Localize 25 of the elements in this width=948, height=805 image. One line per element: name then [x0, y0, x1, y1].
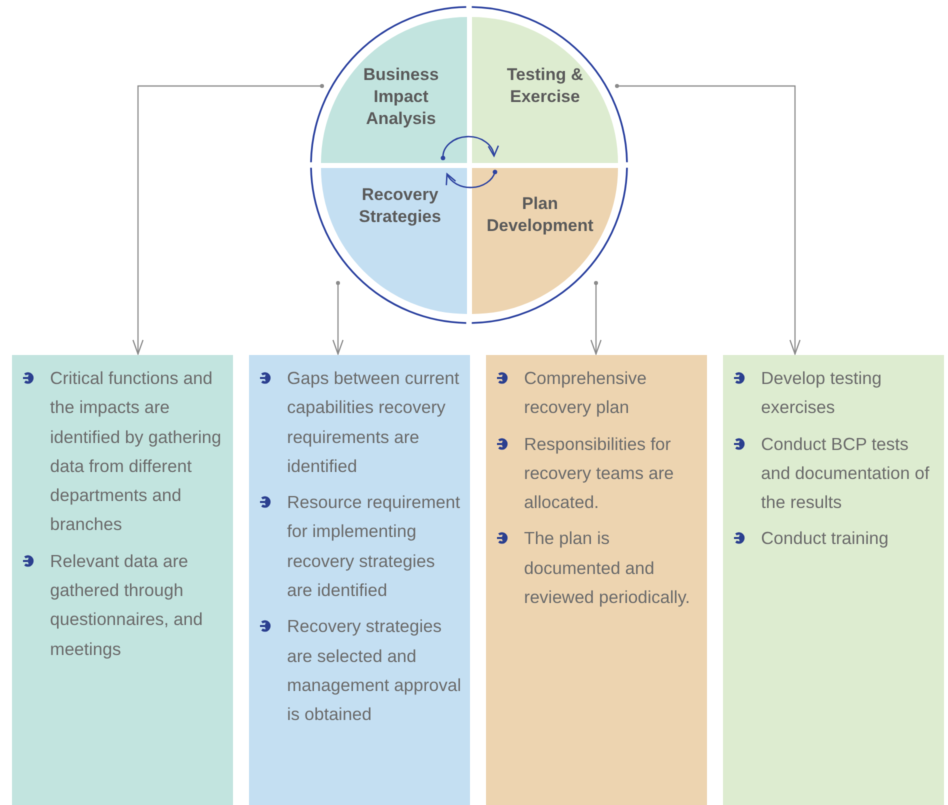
segment-title: Recovery Strategies [358, 184, 442, 228]
bullet-text: Conduct BCP tests and documentation of the results [761, 432, 930, 514]
connector-arrow [615, 84, 801, 355]
segment-title: Testing & Exercise [506, 64, 584, 108]
segment-title: Business Impact Analysis [362, 64, 440, 130]
bullet-text: Gaps between current capabilities recovery requirements are identified [287, 367, 460, 478]
bullet-text: Conduct training [761, 527, 890, 550]
connector-arrow [590, 281, 602, 355]
info-panel [486, 355, 707, 805]
segment-title: Plan Development [486, 193, 594, 237]
bullet-text: The plan is documented and reviewed periodically. [524, 527, 692, 610]
bullet-text: Resource requirement for implementing recovery strategies are identified [287, 491, 462, 602]
bullet-text: Recovery strategies are selected and management approval is obtained [287, 615, 462, 726]
info-panel [723, 355, 944, 805]
bullet-text: Critical functions and the impacts are identified by gathering data from different departments and branches [50, 367, 222, 536]
bullet-text: Responsibilities for recovery teams are allocated. [524, 432, 675, 514]
bullet-text: Relevant data are gathered through questionnaires, and meetings [50, 550, 204, 661]
connector-arrow [132, 84, 324, 355]
bullet-text: Develop testing exercises [761, 367, 883, 420]
cycle-arrow [446, 170, 498, 188]
connector-arrow [332, 281, 344, 355]
info-panel [12, 355, 233, 805]
bullet-text: Comprehensive recovery plan [524, 367, 648, 420]
info-panel [249, 355, 470, 805]
cycle-arrow [440, 136, 498, 160]
